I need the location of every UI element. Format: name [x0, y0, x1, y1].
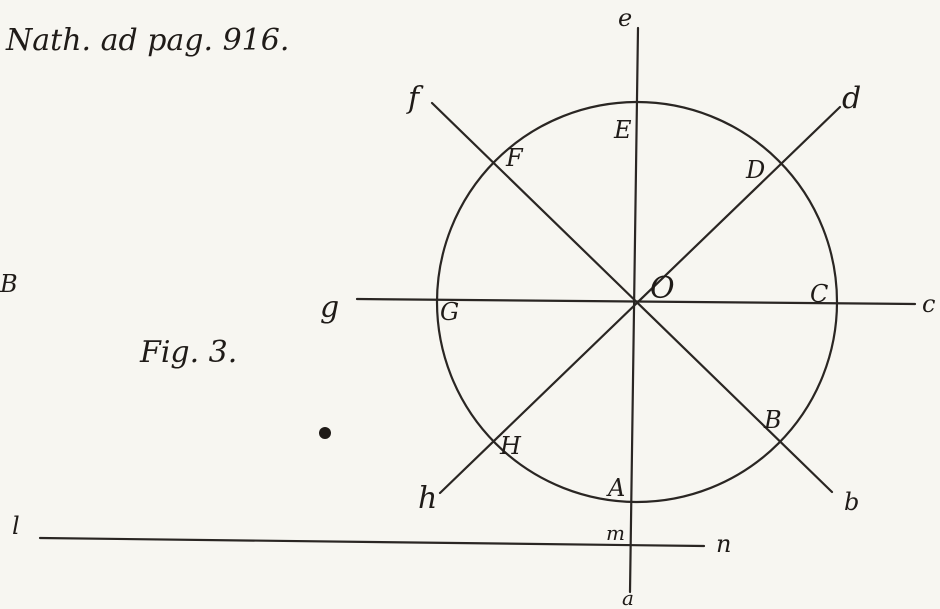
label-a-outer: a [622, 586, 634, 609]
header-caption: Nath. ad pag. 916. [5, 23, 289, 58]
label-g-outer: g [320, 290, 339, 325]
left-edge-mark: B [0, 270, 18, 298]
base-line [38, 536, 706, 548]
vertical-line [628, 26, 640, 594]
label-E: E [613, 116, 632, 144]
label-B: B [763, 406, 782, 434]
label-A: A [606, 474, 625, 502]
label-l: l [12, 512, 20, 540]
label-h-outer: h [418, 481, 437, 516]
diagonal-line-fb [430, 101, 834, 494]
label-e-outer: e [618, 4, 632, 32]
stray-dot [319, 427, 331, 439]
diagonal-line-hd [438, 105, 842, 495]
label-c-outer: c [922, 290, 935, 318]
label-F: F [505, 144, 524, 172]
label-b-outer: b [844, 488, 859, 516]
label-O-center: O [650, 271, 675, 306]
figure-caption: Fig. 3. [139, 335, 237, 370]
label-G: G [440, 298, 459, 326]
label-d-outer: d [842, 81, 861, 116]
label-m: m [606, 521, 625, 545]
label-H: H [499, 432, 522, 460]
label-C: C [810, 280, 828, 308]
label-D: D [745, 156, 765, 184]
label-f-outer: f [406, 81, 424, 116]
label-n: n [716, 530, 731, 558]
